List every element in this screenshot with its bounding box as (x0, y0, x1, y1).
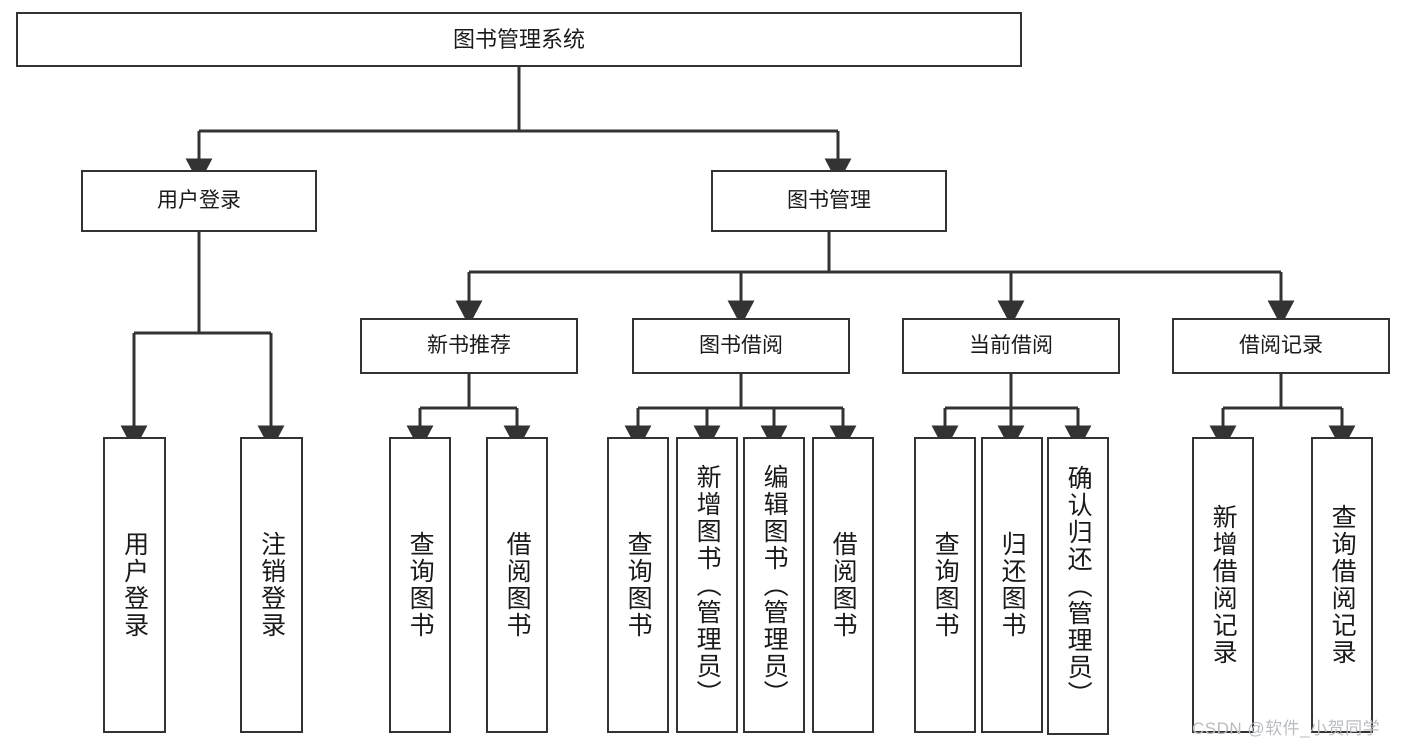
leaf-current-return-book[interactable]: 归还图书 (981, 437, 1043, 733)
node-label: 借阅记录 (1239, 333, 1323, 357)
leaf-records-query-record[interactable]: 查询借阅记录 (1311, 437, 1373, 733)
node-borrow-records[interactable]: 借阅记录 (1172, 318, 1390, 374)
node-label: 当前借阅 (969, 333, 1053, 357)
leaf-borrow-query-book[interactable]: 查询图书 (607, 437, 669, 733)
node-user-login[interactable]: 用户登录 (81, 170, 317, 232)
watermark: CSDN @软件_小贺同学 (1192, 719, 1381, 738)
leaf-user-login-logout[interactable]: 注销登录 (240, 437, 303, 733)
node-label: 用户登录 (157, 188, 241, 212)
node-label: 借阅图书 (503, 531, 532, 639)
leaf-recommend-query-book[interactable]: 查询图书 (389, 437, 451, 733)
node-label: 图书管理 (787, 188, 871, 212)
node-label: 借阅图书 (829, 531, 858, 639)
node-root-system[interactable]: 图书管理系统 (16, 12, 1022, 67)
leaf-records-add-record[interactable]: 新增借阅记录 (1192, 437, 1254, 733)
node-label: 查询图书 (931, 531, 960, 639)
node-new-book-recommend[interactable]: 新书推荐 (360, 318, 578, 374)
node-label: 新增图书（管理员） (693, 463, 722, 707)
node-label: 用户登录 (120, 531, 149, 639)
leaf-borrow-edit-book-admin[interactable]: 编辑图书（管理员） (743, 437, 805, 733)
node-label: 新书推荐 (427, 333, 511, 357)
node-label: 查询借阅记录 (1328, 504, 1357, 666)
node-label: 新增借阅记录 (1209, 504, 1238, 666)
leaf-borrow-borrow-book[interactable]: 借阅图书 (812, 437, 874, 733)
node-label: 注销登录 (257, 531, 286, 639)
node-label: 图书管理系统 (452, 26, 585, 52)
node-label: 查询图书 (624, 531, 653, 639)
leaf-user-login-login[interactable]: 用户登录 (103, 437, 166, 733)
leaf-current-query-book[interactable]: 查询图书 (914, 437, 976, 733)
node-book-management[interactable]: 图书管理 (711, 170, 947, 232)
node-label: 查询图书 (406, 531, 435, 639)
node-label: 编辑图书（管理员） (760, 463, 789, 707)
leaf-current-confirm-return-admin[interactable]: 确认归还（管理员） (1047, 437, 1109, 735)
leaf-borrow-add-book-admin[interactable]: 新增图书（管理员） (676, 437, 738, 733)
node-label: 图书借阅 (699, 333, 783, 357)
node-book-borrow[interactable]: 图书借阅 (632, 318, 850, 374)
node-label: 确认归还（管理员） (1064, 464, 1093, 708)
leaf-recommend-borrow-book[interactable]: 借阅图书 (486, 437, 548, 733)
node-current-borrow[interactable]: 当前借阅 (902, 318, 1120, 374)
node-label: 归还图书 (998, 531, 1027, 639)
